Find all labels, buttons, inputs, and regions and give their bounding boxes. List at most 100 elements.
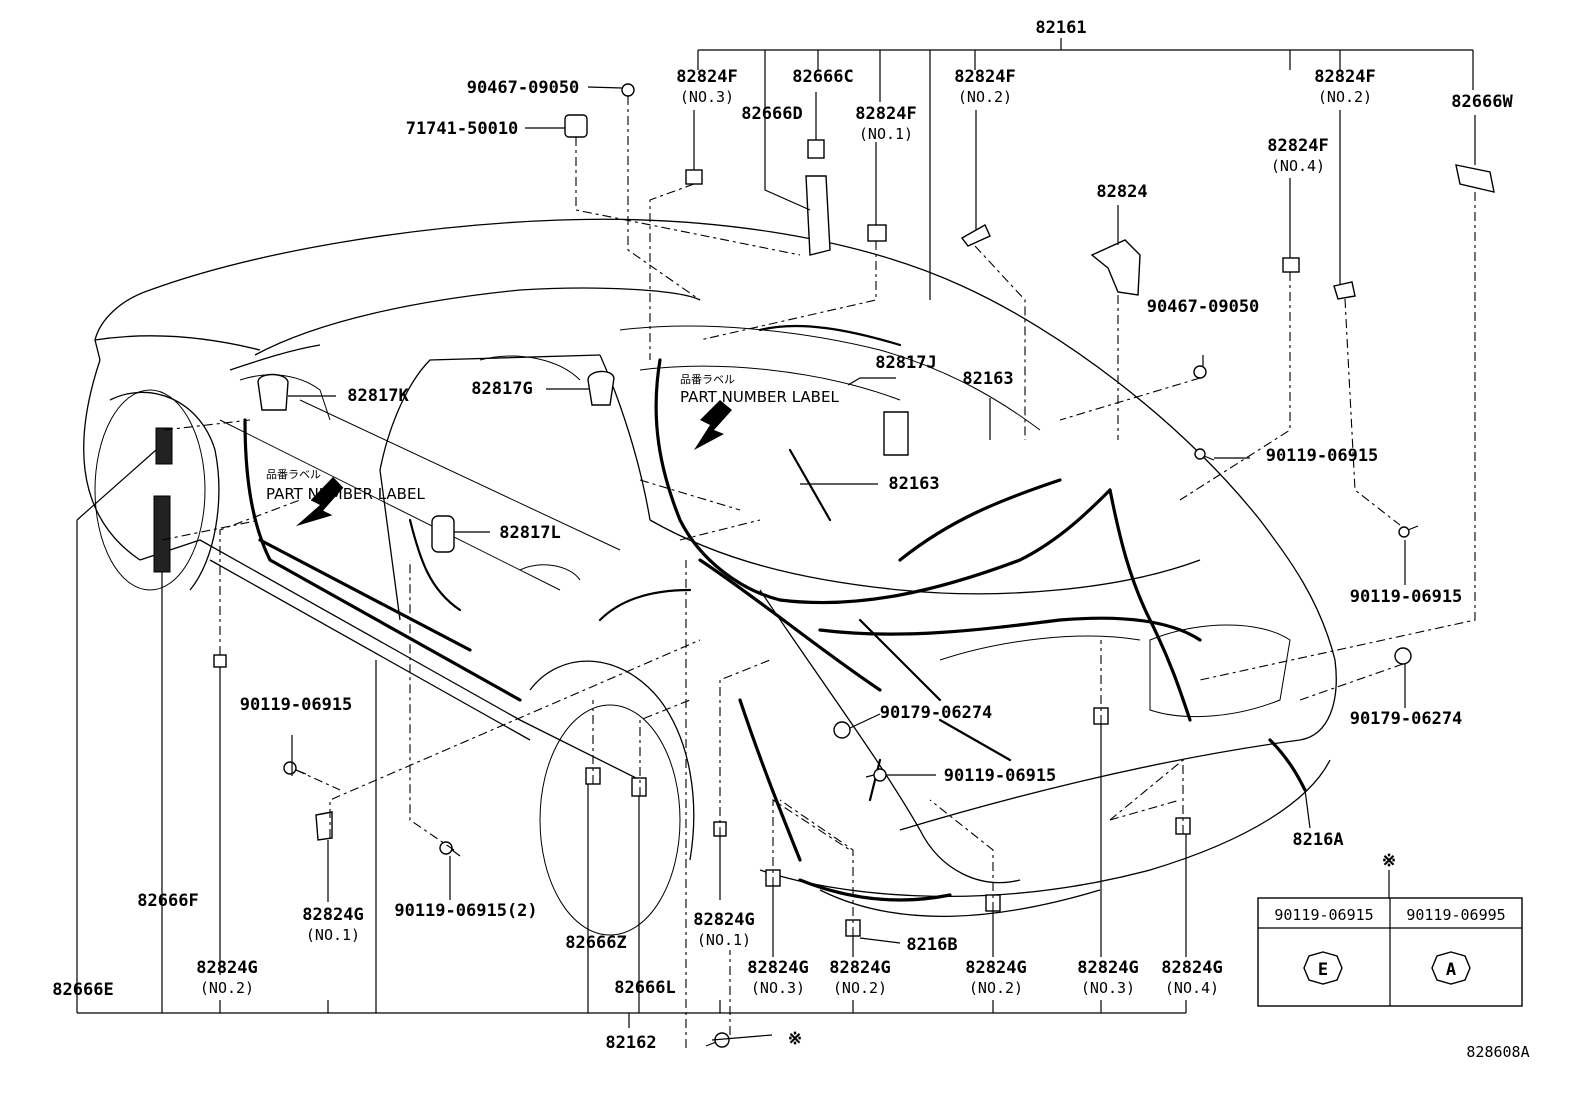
fastener-legend-table [1257,870,1523,1007]
wire-harness [243,324,1307,902]
part-callout-90119-06915: 90119-06915 [1266,446,1379,466]
part-callout-90119-06915: 90119-06915 [240,695,353,715]
hex-mark-e-icon [1303,951,1343,985]
part-callout-82824g: 82824G [1161,958,1222,978]
connector-82666e [155,427,173,465]
part-callout-71741-50010: 71741-50010 [406,119,519,139]
clip-82824g-no1-left [315,811,333,841]
clip-90467-b [1193,365,1207,379]
clip-82824f-no2a [960,224,991,247]
clip-82824f-no1 [867,224,887,242]
part-callout-82666f: 82666F [137,891,198,911]
part-number-label-right: PART NUMBER LABEL [680,388,839,406]
part-callout-sub: (NO.4) [1165,979,1219,997]
connector-82666f [153,495,171,573]
part-callout-82824g: 82824G [1077,958,1138,978]
part-callout-82824g: 82824G [302,905,363,925]
part-callout-82824g: 82824G [747,958,808,978]
part-callout-8216b: 8216B [906,935,957,955]
part-callout-82824g: 82824G [965,958,1026,978]
part-callout-sub: (NO.1) [697,931,751,949]
part-callout-sub: (NO.2) [969,979,1023,997]
clip-82824g-no2-left [213,654,227,668]
part-callout-82666e: 82666E [52,980,113,1000]
parts [153,83,1495,1048]
grommet-82817j [883,411,909,456]
part-callout-sub: (NO.1) [306,926,360,944]
part-callout-82666z: 82666Z [565,933,626,953]
bolt-90119-b [1398,525,1419,538]
jp-label-right: 品番ラベル [680,373,735,386]
part-callout-82817j: 82817J [875,353,936,373]
clip-90179-a [833,721,851,739]
part-callout-8216a: 8216A [1292,830,1343,850]
arrow-icon-right [694,400,732,450]
clip-82824f-no2b [1333,281,1356,300]
part-callout-82163: 82163 [962,369,1013,389]
part-callout-sub: (NO.2) [200,979,254,997]
grommet-82817k [257,373,289,411]
part-callout-82666c: 82666C [792,67,853,87]
diagram-id: 828608A [1466,1043,1529,1061]
table-mark-e: E [1318,960,1328,980]
connector-82666c [807,139,825,159]
clip-82824f-no3 [685,169,703,185]
part-callout-90467-09050: 90467-09050 [1147,297,1260,317]
part-number-label-left: PART NUMBER LABEL [266,485,425,503]
clip-82824f-no4 [1282,257,1300,273]
note-mark-bottom: ※ [788,1029,802,1049]
table-header-2: 90119-06995 [1406,906,1505,924]
bolt-90119-c [283,761,307,775]
part-callout-sub: (NO.3) [1081,979,1135,997]
clip-90179-b [1394,647,1412,665]
part-callout-90119-06915: 90119-06915 [944,766,1057,786]
arrow-icon-left [295,476,344,527]
part-callout-90179-06274: 90179-06274 [1350,709,1463,729]
part-callout-82824g: 82824G [693,910,754,930]
clip-82666w [1455,164,1495,193]
bracket-82666d [805,175,831,256]
grommet-71741 [564,114,588,138]
part-callout-82817l: 82817L [499,523,560,543]
leader-lines-dashed [161,96,1476,1048]
bracket-82824 [1090,239,1141,296]
part-callout-82824: 82824 [1096,182,1147,202]
part-callout-sub: (NO.3) [751,979,805,997]
part-callout-sub: (NO.1) [859,125,913,143]
part-callout-82163: 82163 [888,474,939,494]
part-callout-82666l: 82666L [614,978,675,998]
part-callout-sub: (NO.4) [1271,157,1325,175]
note-mark: ※ [1382,851,1396,871]
bolt-90119-a [1194,448,1215,461]
leader-lines [76,38,1476,1041]
part-callout-82824f: 82824F [676,67,737,87]
hex-mark-a-icon [1431,951,1471,985]
connector-82666l [631,777,647,797]
part-callout-90179-06274: 90179-06274 [880,703,993,723]
part-callout-82817k: 82817K [347,386,409,406]
grommet-82817l [431,515,455,553]
table-header-1: 90119-06915 [1274,906,1373,924]
part-callout-sub: (NO.2) [1318,88,1372,106]
part-callout-82824f: 82824F [1314,67,1375,87]
grommet-82817g [587,370,615,406]
bolt-90119-e [865,768,887,782]
car-body-outline [83,218,1337,936]
jp-label-left: 品番ラベル [266,468,321,481]
table-mark-a: A [1446,960,1456,980]
part-callout-90119-06915: 90119-06915 [1350,587,1463,607]
part-callout-sub: (NO.2) [833,979,887,997]
part-callout-82666w: 82666W [1451,92,1513,112]
part-callout-82162: 82162 [605,1033,656,1053]
bolt-90119-d [439,841,461,857]
part-callout-82824g: 82824G [829,958,890,978]
part-callout-sub: (NO.3) [680,88,734,106]
part-callout-82161: 82161 [1035,18,1086,38]
part-callout-82824g: 82824G [196,958,257,978]
part-callout-sub: (NO.2) [958,88,1012,106]
part-callout-82824f: 82824F [855,104,916,124]
part-callout-82824f: 82824F [954,67,1015,87]
part-callout-82666d: 82666D [741,104,802,124]
callout-labels: 8216190467-0905071741-5001082824F(NO.3)8… [52,18,1529,1061]
